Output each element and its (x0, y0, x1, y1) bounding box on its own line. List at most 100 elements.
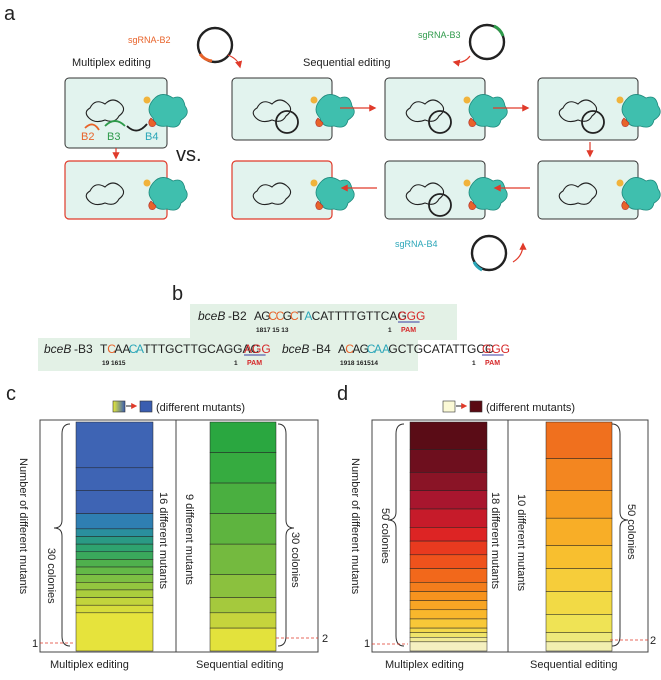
legend-c-to (139, 400, 153, 413)
d-multiplex-band-8 (409, 568, 488, 583)
seq-base-0-4: G (283, 309, 292, 323)
seq-base-0-5: C (290, 309, 299, 323)
cell-multiplex-bottom (64, 160, 188, 220)
seq-base-2-3: G (360, 342, 369, 356)
seq-base-2-2: A (352, 342, 360, 356)
c-sequential-band-0 (209, 421, 277, 453)
panel-d-frame (371, 419, 649, 653)
seq-numbers-2: 1918 161514 (340, 360, 378, 367)
d-multiplex-band-4 (409, 508, 488, 528)
d-multiplex-band-9 (409, 582, 488, 592)
panel-d-right-brace (611, 423, 629, 647)
panel-d-bars (409, 421, 613, 652)
seq-base-0-9: CGG (398, 309, 425, 323)
legend-d-text: (different mutants) (486, 402, 575, 414)
seq-base-1-5: TTTGCTTGCAGGAC (143, 342, 259, 356)
c-multiplex-band-4 (75, 528, 154, 537)
sgrna-b2-label: sgRNA-B2 (128, 35, 171, 45)
d-sequential-band-8 (545, 632, 613, 643)
seq-base-1-0: T (100, 342, 108, 356)
c-multiplex-band-5 (75, 536, 154, 545)
c-multiplex-band-9 (75, 566, 154, 575)
seq-base-0-8: CATTTTGTTCAG (312, 309, 407, 323)
sgrna-b3-label: sgRNA-B3 (418, 30, 461, 40)
seq-base-2-6: GCTGCATATTGCC (388, 342, 494, 356)
d-multiplex-band-10 (409, 591, 488, 601)
panel-d-ylabel: Number of different mutants (349, 458, 361, 595)
c-sequential-band-2 (209, 482, 277, 514)
panel-d-letter: d (337, 383, 348, 405)
sgrna-b4-plasmid: sgRNA-B4 (395, 234, 527, 272)
d-multiplex-band-16 (409, 637, 488, 643)
seq-base-2-4: C (367, 342, 376, 356)
c-sequential-band-7 (209, 612, 277, 629)
d-multiplex-band-12 (409, 609, 488, 620)
pam-label-1: PAM (247, 360, 262, 367)
panel-c-xlabel-multiplex: Multiplex editing (50, 659, 129, 671)
c-multiplex-band-13 (75, 597, 154, 606)
d-multiplex-band-13 (409, 618, 488, 629)
target-b2: B2 (81, 131, 94, 143)
d-sequential-band-5 (545, 568, 613, 592)
panel-c-multiplex-label: 16 different mutants (157, 492, 169, 590)
cell-multiplex-top: B2 B3 B4 (64, 77, 188, 149)
panel-d-xlabel-sequential: Sequential editing (530, 659, 617, 671)
seq-base-0-1: G (261, 309, 270, 323)
panel-a: a Multiplex editing Sequential editing v… (4, 3, 661, 272)
d-sequential-band-0 (545, 421, 613, 459)
panel-c-right-brace (277, 423, 295, 647)
d-multiplex-band-11 (409, 600, 488, 611)
seq-base-2-5: AA (374, 342, 390, 356)
panel-c-tick-2: 2 (322, 633, 328, 645)
target-b4: B4 (145, 131, 158, 143)
sgrna-b4-label: sgRNA-B4 (395, 239, 438, 249)
pam-label-2: PAM (485, 360, 500, 367)
d-multiplex-band-7 (409, 554, 488, 569)
d-multiplex-band-3 (409, 490, 488, 510)
d-multiplex-band-15 (409, 632, 488, 638)
panel-d-tick-2: 2 (650, 635, 656, 647)
panel-c-right-brace-label: 30 colonies (289, 532, 301, 588)
cell-seq-3 (537, 77, 661, 141)
panel-c-sequential-label: 9 different mutants (183, 494, 195, 585)
seq-base-0-3: C (276, 309, 285, 323)
d-sequential-band-3 (545, 517, 613, 546)
c-multiplex-band-14 (75, 604, 154, 614)
legend-c-from (112, 400, 126, 413)
c-multiplex-band-15 (75, 612, 154, 652)
seq-base-2-7: GGG (482, 342, 510, 356)
seq-base-1-6: AGG (244, 342, 271, 356)
d-sequential-band-1 (545, 458, 613, 491)
c-multiplex-band-3 (75, 513, 154, 530)
seq-numbers-1: 19 1615 (102, 360, 126, 367)
d-sequential-band-4 (545, 545, 613, 569)
panel-c-ylabel: Number of different mutants (17, 458, 29, 595)
d-sequential-band-9 (545, 641, 613, 652)
c-sequential-band-1 (209, 452, 277, 484)
seq-suffix-2: -B4 (312, 342, 331, 356)
seq-gene-0: bceB (198, 309, 225, 323)
panel-c-left-brace (53, 423, 71, 647)
panel-d-right-brace-label: 50 colonies (625, 504, 637, 560)
seq-base-0-0: A (254, 309, 262, 323)
panel-b-letter: b (172, 283, 183, 305)
sgrna-b3-plasmid: sgRNA-B3 (418, 23, 506, 67)
d-sequential-band-6 (545, 591, 613, 615)
c-multiplex-band-2 (75, 490, 154, 514)
seq-base-0-2: C (268, 309, 277, 323)
panel-d: d (different mutants) Number of differen… (337, 383, 656, 671)
c-sequential-band-5 (209, 574, 277, 598)
d-multiplex-band-14 (409, 627, 488, 633)
sequential-title: Sequential editing (303, 57, 390, 69)
panel-d-sequential-label: 10 different mutants (515, 494, 527, 592)
panel-d-left-brace-label: 50 colonies (379, 508, 391, 564)
d-multiplex-band-0 (409, 421, 488, 450)
panel-d-tick-1: 1 (364, 638, 370, 650)
legend-c-text: (different mutants) (156, 402, 245, 414)
seq-numbers-0: 1817 15 13 (256, 327, 289, 334)
pos-one-1: 1 (234, 360, 238, 367)
d-multiplex-band-5 (409, 527, 488, 542)
panel-d-xlabel-multiplex: Multiplex editing (385, 659, 464, 671)
